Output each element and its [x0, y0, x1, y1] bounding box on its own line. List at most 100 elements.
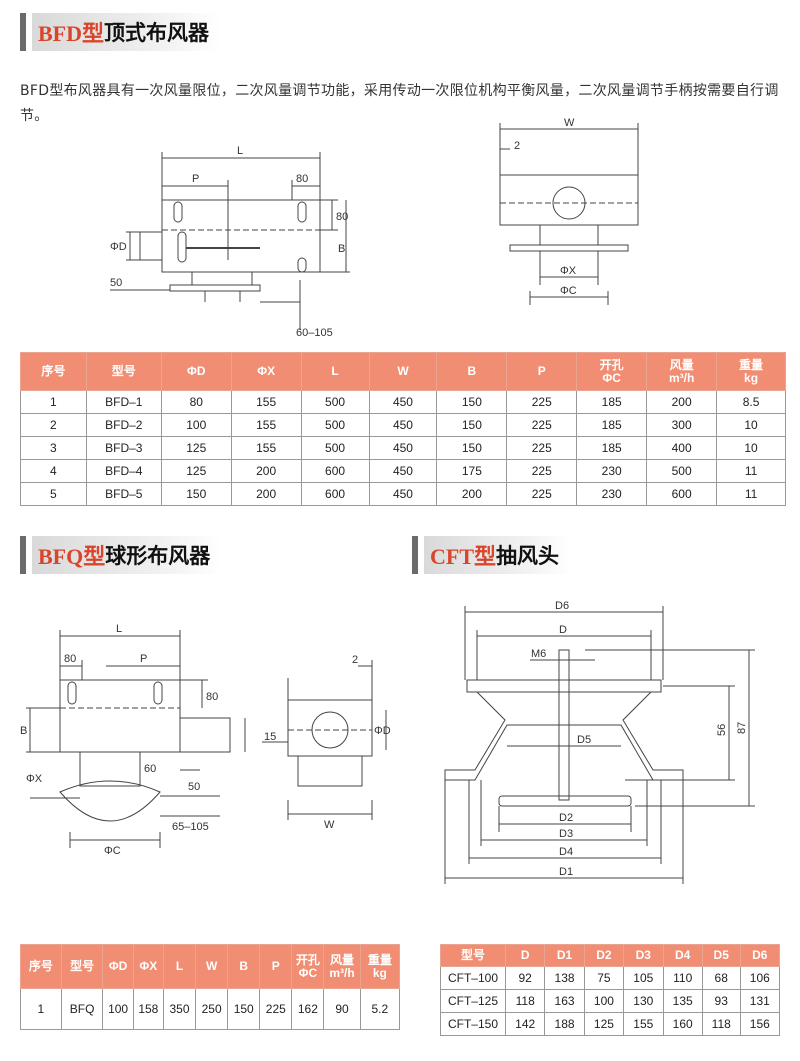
col-header: D6	[739, 944, 781, 967]
table-cell: 200	[230, 482, 302, 506]
bfd-title-name: 顶式布风器	[104, 21, 210, 45]
table-cell: 250	[195, 988, 229, 1030]
table-cell: 500	[300, 390, 370, 414]
dim-80-side: 80	[336, 211, 348, 223]
table-cell: CFT–100	[440, 966, 506, 990]
table-cell: 125	[160, 459, 232, 483]
col-header: ΦX	[230, 352, 302, 391]
table-cell: 300	[646, 413, 718, 437]
dim-80-top: 80	[64, 653, 76, 665]
table-cell: 500	[646, 459, 718, 483]
bfq-section-title: BFQ型 球形布风器	[20, 535, 223, 575]
dim-15: 15	[264, 731, 276, 743]
table-cell: 10	[716, 413, 786, 437]
table-cell: 150	[227, 988, 261, 1030]
title-bar-decoration	[412, 536, 418, 574]
title-bar-decoration	[20, 13, 26, 51]
col-header: P	[506, 352, 578, 391]
table-cell: 100	[583, 989, 625, 1013]
bfd-front-view-diagram: L P 80 80 B ΦD 50 60–105	[110, 145, 350, 339]
title-background: CFT型 抽风头	[424, 536, 572, 574]
table-cell: 130	[623, 989, 664, 1013]
table-cell: 155	[230, 413, 302, 437]
table-cell: 135	[662, 989, 703, 1013]
table-cell: 100	[160, 413, 232, 437]
bfq-title-model: BFQ型	[38, 544, 106, 569]
col-header: 开孔 ΦC	[291, 944, 325, 989]
table-cell: 200	[230, 459, 302, 483]
dim-L: L	[116, 623, 122, 635]
table-cell: 125	[583, 1012, 625, 1036]
col-header: B	[436, 352, 508, 391]
dim-60: 60	[144, 763, 156, 775]
table-cell: BFD–1	[85, 390, 162, 414]
dim-phiD: ΦD	[374, 725, 391, 737]
dim-80-top: 80	[296, 173, 308, 185]
col-header: D4	[662, 944, 703, 967]
bfd-intro-text: BFD型布风器具有一次风量限位，二次风量调节功能，采用传动一次限位机构平衡风量，…	[20, 83, 779, 124]
col-header: 序号	[20, 944, 62, 989]
col-header: D2	[583, 944, 625, 967]
bfq-side-view-diagram: 2 15 ΦD W	[262, 654, 391, 831]
dim-2: 2	[352, 654, 358, 666]
table-cell: CFT–150	[440, 1012, 506, 1036]
table-cell: 160	[662, 1012, 703, 1036]
table-header-row: 序号 型号 ΦD ΦX L W B P 开孔 ΦC 风量 m³/h 重量 kg	[20, 944, 401, 989]
table-cell: BFD–4	[85, 459, 162, 483]
table-cell: 225	[506, 413, 578, 437]
table-cell: 163	[544, 989, 585, 1013]
table-cell: 230	[576, 459, 648, 483]
col-header: 重量 kg	[716, 352, 786, 391]
col-header: 开孔 ΦC	[576, 352, 648, 391]
dim-W: W	[564, 117, 575, 129]
col-header: B	[227, 944, 261, 989]
dim-phiC: ΦC	[560, 285, 577, 297]
table-cell: 450	[368, 413, 438, 437]
table-cell: BFD–5	[85, 482, 162, 506]
dim-D6: D6	[555, 600, 569, 612]
cft-diagram: D6 D M6 D5 56 87 D2 D3 D4 D1	[444, 600, 755, 884]
col-header: 风量 m³/h	[646, 352, 718, 391]
table-cell: 155	[230, 436, 302, 460]
dim-L: L	[237, 145, 243, 157]
col-header: ΦD	[160, 352, 232, 391]
table-cell: 450	[368, 482, 438, 506]
table-cell: 450	[368, 459, 438, 483]
cft-section-title: CFT型 抽风头	[412, 535, 572, 575]
bfd-section-title: BFD型 顶式布风器	[20, 12, 222, 52]
dim-phiX: ΦX	[560, 265, 577, 277]
col-header: L	[300, 352, 370, 391]
bfd-title-model: BFD型	[38, 21, 105, 46]
table-cell: 450	[368, 436, 438, 460]
table-cell: 8.5	[716, 390, 786, 414]
col-header: D	[504, 944, 546, 967]
table-cell: BFQ	[60, 988, 104, 1030]
table-cell: 600	[300, 459, 370, 483]
col-header: W	[195, 944, 229, 989]
col-header: 重量 kg	[359, 944, 401, 989]
table-cell: 200	[646, 390, 718, 414]
table-cell: 185	[576, 413, 648, 437]
col-header: D3	[623, 944, 664, 967]
table-cell: 75	[583, 966, 625, 990]
col-header: 型号	[85, 352, 162, 391]
table-cell: 155	[230, 390, 302, 414]
dim-B: B	[338, 243, 345, 255]
col-header: ΦX	[132, 944, 164, 989]
col-header: 风量 m³/h	[323, 944, 361, 989]
table-header-row: 序号 型号 ΦD ΦX L W B P 开孔 ΦC 风量 m³/h 重量 kg	[20, 352, 786, 391]
table-cell: 230	[576, 482, 648, 506]
bfd-spec-table: 序号 型号 ΦD ΦX L W B P 开孔 ΦC 风量 m³/h 重量 kg …	[20, 352, 786, 506]
table-cell: 225	[506, 436, 578, 460]
table-cell: 225	[506, 390, 578, 414]
table-cell: BFD–3	[85, 436, 162, 460]
table-cell: 450	[368, 390, 438, 414]
table-cell: 3	[20, 436, 87, 460]
bfq-title-name: 球形布风器	[105, 544, 211, 568]
table-cell: 225	[506, 482, 578, 506]
cft-title-name: 抽风头	[496, 544, 560, 568]
col-header: 型号	[440, 944, 506, 967]
